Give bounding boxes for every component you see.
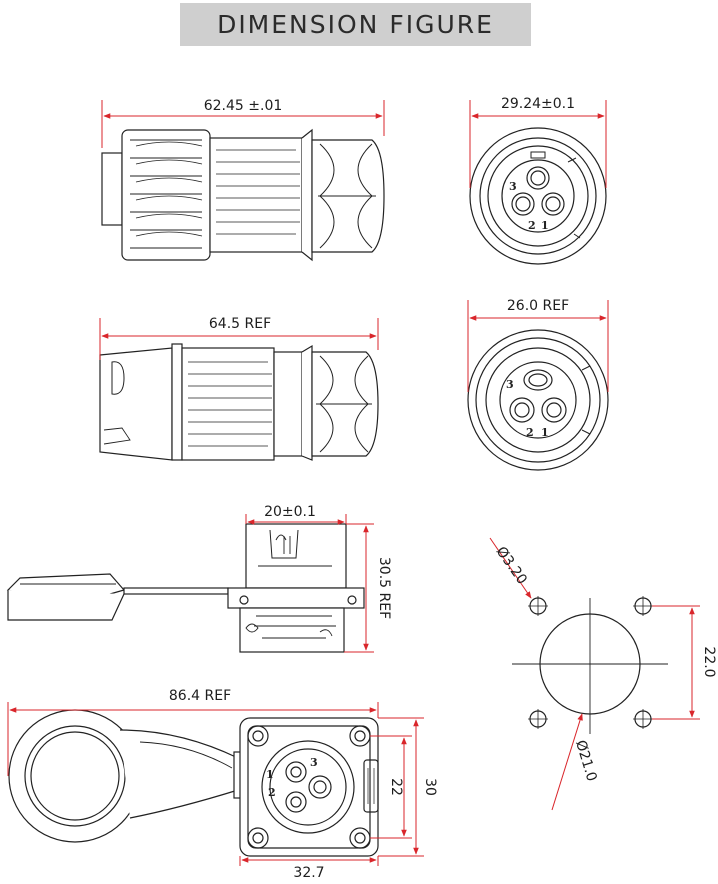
cap-length-dimension bbox=[7, 702, 379, 776]
flange-height-dimension bbox=[378, 717, 424, 857]
flange-height-label: 30 bbox=[422, 778, 438, 796]
flange-width-label: 32.7 bbox=[293, 865, 324, 881]
socket-front-view bbox=[8, 709, 379, 857]
receptacle-front-pin3-label: 3 bbox=[506, 378, 514, 391]
socket-side-view bbox=[6, 523, 365, 653]
hole-pitch-dimension bbox=[370, 735, 412, 839]
socket-width-label: 20±0.1 bbox=[264, 504, 316, 520]
panel-hole-dia-label: Ø21.0 bbox=[572, 738, 600, 783]
plug-front-pin1-label: 1 bbox=[541, 219, 549, 232]
panel-pitch-dimension bbox=[652, 605, 700, 720]
title-banner: DIMENSION FIGURE bbox=[180, 3, 531, 46]
plug-front-view bbox=[469, 127, 607, 265]
hole-pitch-label: 22 bbox=[388, 778, 404, 796]
page-title: DIMENSION FIGURE bbox=[217, 10, 494, 39]
socket-height-dimension bbox=[344, 523, 374, 653]
panel-cutout-view bbox=[512, 596, 668, 734]
receptacle-side-view bbox=[99, 343, 379, 461]
plug-front-pin3-label: 3 bbox=[509, 180, 517, 193]
receptacle-front-pin2-label: 2 bbox=[526, 426, 534, 439]
mount-hole-dimension bbox=[489, 537, 532, 599]
plug-front-pin2-label: 2 bbox=[528, 219, 536, 232]
receptacle-front-pin1-label: 1 bbox=[541, 426, 549, 439]
cap-length-label: 86.4 REF bbox=[169, 688, 231, 704]
receptacle-length-dimension bbox=[99, 318, 379, 360]
plug-length-label: 62.45 ±.01 bbox=[204, 98, 283, 114]
plug-length-dimension bbox=[101, 100, 385, 148]
socket-front-pin1-label: 1 bbox=[266, 768, 274, 781]
panel-hole-dimension bbox=[551, 713, 583, 811]
receptacle-diameter-label: 26.0 REF bbox=[507, 298, 569, 314]
receptacle-front-view bbox=[467, 329, 609, 471]
plug-side-view bbox=[101, 128, 385, 262]
socket-front-pin2-label: 2 bbox=[268, 786, 276, 799]
receptacle-diameter-dimension bbox=[467, 300, 609, 392]
panel-hole-pitch-label: 22.0 bbox=[701, 646, 717, 677]
socket-width-dimension bbox=[245, 514, 347, 525]
plug-diameter-label: 29.24±0.1 bbox=[501, 96, 575, 112]
mount-hole-dia-label: Ø3.20 bbox=[493, 544, 530, 588]
receptacle-length-label: 64.5 REF bbox=[209, 316, 271, 332]
socket-height-label: 30.5 REF bbox=[376, 557, 392, 619]
flange-width-dimension bbox=[239, 856, 379, 866]
plug-diameter-dimension bbox=[469, 100, 607, 188]
socket-front-pin3-label: 3 bbox=[310, 756, 318, 769]
